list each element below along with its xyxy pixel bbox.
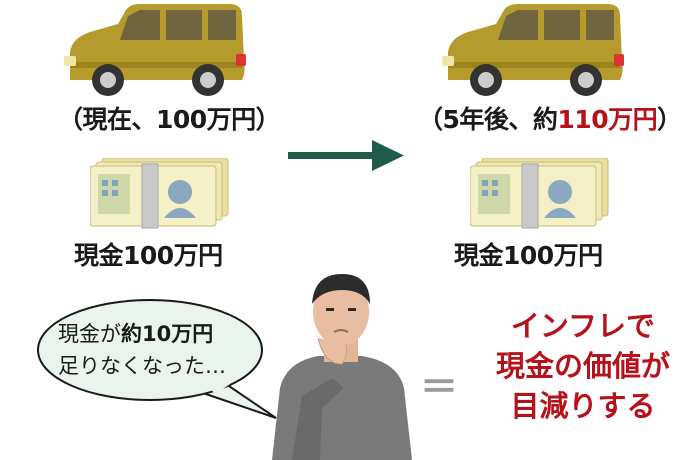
car-future-caption: （5年後、約110万円） — [418, 100, 682, 136]
speech-line-2: 足りなくなった… — [58, 354, 226, 378]
speech-line-1-prefix: 現金が — [58, 322, 121, 346]
car-future-icon — [442, 4, 624, 96]
car-current-icon — [64, 4, 246, 96]
speech-shortfall-amount: 約10万円 — [121, 322, 214, 346]
conclusion-text: インフレで 現金の価値が 目減りする — [468, 306, 698, 426]
car-future-caption-suffix: ） — [657, 105, 682, 134]
cash-current-caption: 現金100万円 — [74, 241, 223, 270]
car-future-caption-prefix: （5年後、約 — [418, 105, 558, 134]
cash-stack-current-icon — [90, 158, 229, 229]
speech-line-1: 現金が約10万円 — [58, 318, 213, 350]
conclusion-line-2: 現金の価値が — [495, 349, 670, 383]
right-arrow-icon — [288, 140, 404, 171]
speech-bubble — [37, 299, 277, 419]
equals-sign: ＝ — [420, 365, 459, 409]
cash-future-caption: 現金100万円 — [454, 241, 603, 270]
conclusion-line-1: インフレで — [510, 309, 656, 343]
car-current-caption: （現在、100万円） — [58, 105, 281, 134]
worried-person-illustration — [272, 274, 412, 460]
car-future-price: 110万円 — [557, 105, 658, 134]
cash-stack-future-icon — [470, 158, 609, 229]
conclusion-line-3: 目減りする — [510, 389, 656, 423]
